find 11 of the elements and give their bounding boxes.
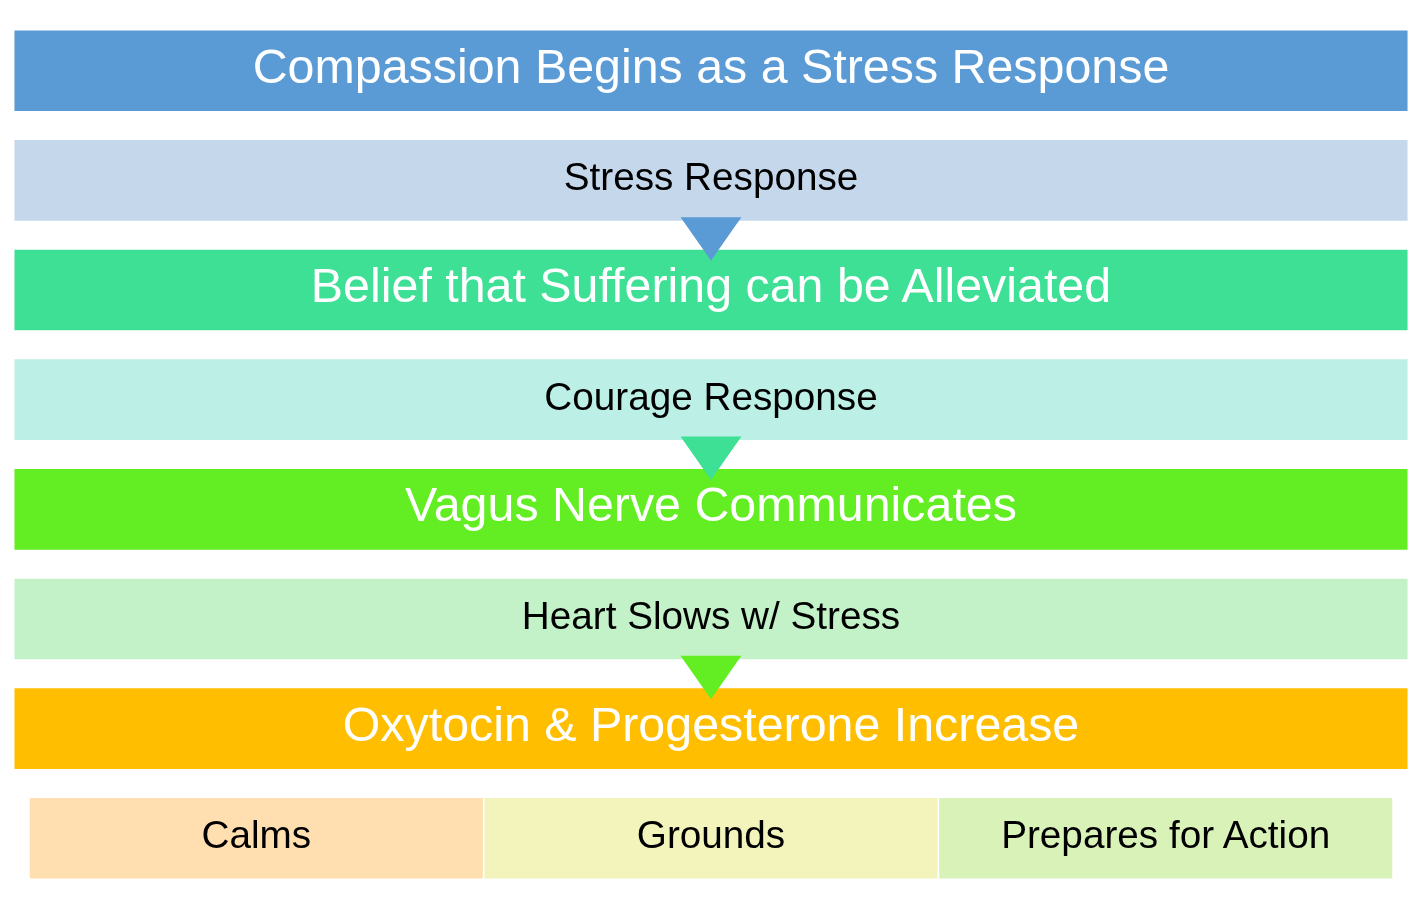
node-box: Grounds [484,797,938,879]
node-box: Oxytocin & Progesterone Increase [14,687,1408,769]
node-box: Vagus Nerve Communicates [14,468,1408,550]
node-box: Calms [29,797,483,879]
node-box: Heart Slows w/ Stress [14,578,1408,659]
arrow [680,655,742,699]
node-box: Compassion Begins as a Stress Response [14,29,1408,111]
node-box: Prepares for Action [939,797,1393,879]
arrow [680,435,742,480]
arrow [680,216,742,261]
node-box: Belief that Suffering can be Alleviated [14,249,1408,330]
